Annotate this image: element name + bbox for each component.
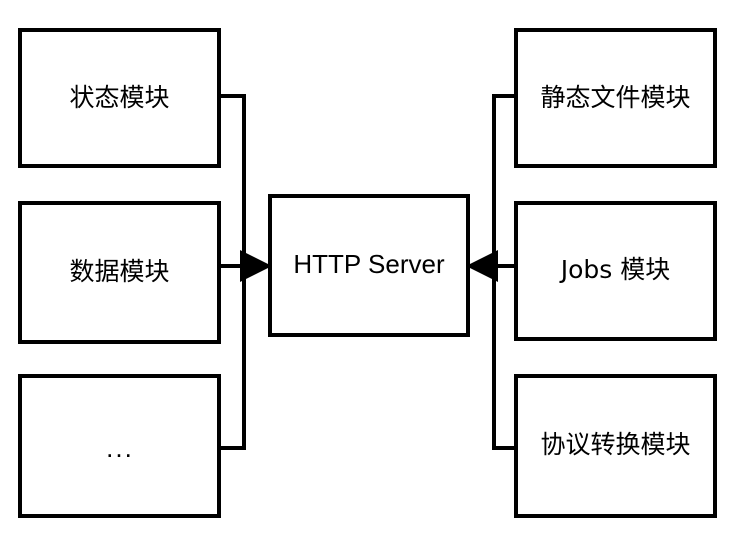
node-static-file-module[interactable]: 静态文件模块 bbox=[514, 28, 717, 168]
protocol-conversion-module-label: 协议转换模块 bbox=[540, 430, 690, 459]
more-modules-label: ... bbox=[106, 433, 134, 463]
arrowhead-right-to-hub bbox=[466, 250, 498, 282]
protocol-conversion-module-box[interactable] bbox=[514, 374, 717, 518]
http-server-label: HTTP Server bbox=[293, 249, 445, 279]
node-protocol-conversion-module[interactable]: 协议转换模块 bbox=[514, 374, 717, 518]
node-more-modules[interactable]: ... bbox=[18, 374, 221, 518]
node-status-module[interactable]: 状态模块 bbox=[18, 28, 221, 168]
data-module-label: 数据模块 bbox=[69, 257, 169, 286]
data-module-box[interactable] bbox=[18, 201, 221, 344]
static-file-module-box[interactable] bbox=[514, 28, 717, 168]
jobs-module-box[interactable] bbox=[514, 201, 717, 341]
arrowhead-left-to-hub bbox=[240, 250, 272, 282]
node-http-server[interactable]: HTTP Server bbox=[268, 194, 470, 337]
node-data-module[interactable]: 数据模块 bbox=[18, 201, 221, 344]
status-module-box[interactable] bbox=[18, 28, 221, 168]
http-server-box[interactable] bbox=[268, 194, 470, 337]
jobs-module-label: Jobs 模块 bbox=[559, 255, 671, 284]
left-connector-group bbox=[217, 94, 272, 450]
more-modules-box[interactable] bbox=[18, 374, 221, 518]
status-module-label: 状态模块 bbox=[69, 83, 169, 112]
static-file-module-label: 静态文件模块 bbox=[540, 83, 690, 112]
node-jobs-module[interactable]: Jobs 模块 bbox=[514, 201, 717, 341]
right-connector-group bbox=[466, 94, 518, 450]
